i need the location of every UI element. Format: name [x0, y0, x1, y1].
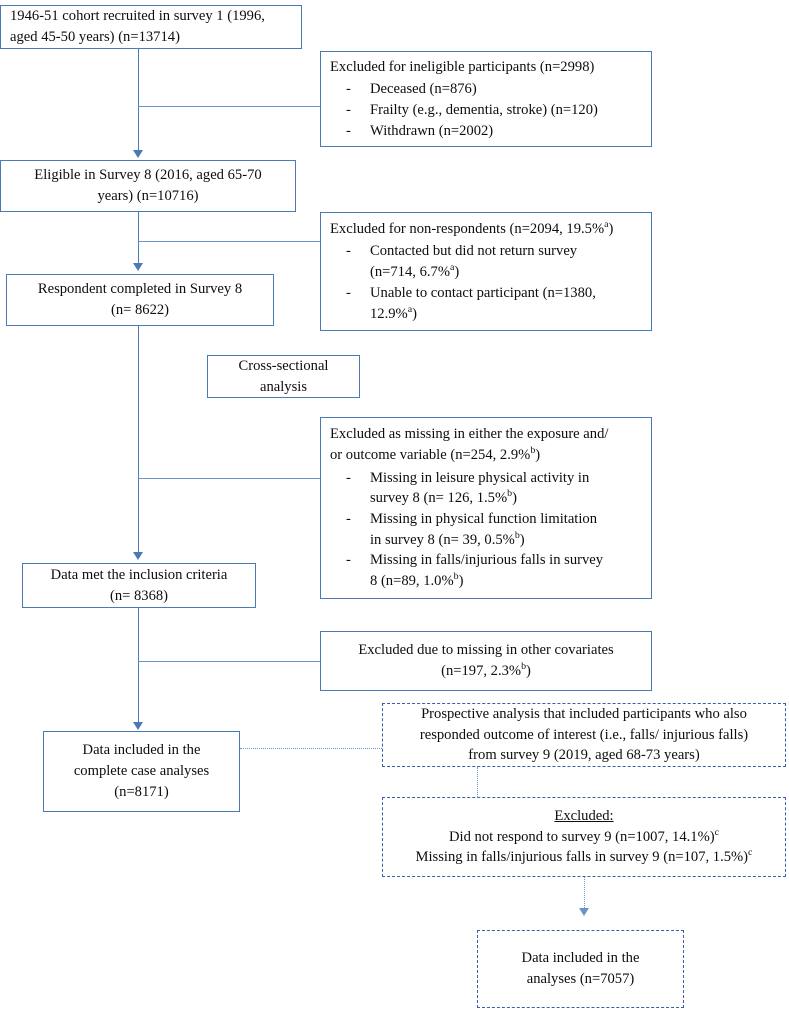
list-item: Missing in physical function limitation … [340, 509, 642, 550]
node-eligible-survey8-line1: Eligible in Survey 8 (2016, aged 65-70 [34, 167, 262, 184]
node-excluded-prospective-line2: Missing in falls/injurious falls in surv… [415, 847, 753, 866]
arrow-inclusion-to-complete-case [133, 722, 143, 730]
node-final-analyses-line2: analyses (n=7057) [526, 971, 635, 987]
node-respondent-completed: Respondent completed in Survey 8 (n= 862… [6, 274, 274, 326]
node-complete-case-analyses: Data included in the complete case analy… [43, 731, 240, 812]
node-prospective-line3: from survey 9 (2019, aged 68-73 years) [468, 747, 700, 764]
arrow-respondent-to-inclusion [133, 552, 143, 560]
list-item: Unable to contact participant (n=1380, 1… [340, 283, 642, 324]
footnote-marker-c: c [748, 847, 753, 859]
node-excluded-covariates-line2: (n=197, 2.3%b) [441, 661, 531, 679]
node-excluded-prospective: Excluded: Did not respond to survey 9 (n… [382, 797, 786, 877]
node-excluded-ineligible-heading: Excluded for ineligible participants (n=… [330, 58, 595, 75]
list-item: Frailty (e.g., dementia, stroke) (n=120) [340, 100, 642, 121]
node-excluded-prospective-heading: Excluded: [554, 807, 614, 824]
footnote-marker-a: a [604, 218, 609, 230]
node-cohort-recruited: 1946-51 cohort recruited in survey 1 (19… [0, 5, 302, 49]
node-inclusion-criteria-line2: (n= 8368) [109, 587, 169, 604]
footnote-marker-b: b [453, 571, 459, 583]
arrow-eligible-to-respondent [133, 263, 143, 271]
node-cross-sectional-line1: Cross-sectional [238, 357, 329, 374]
node-excluded-missing-exposure: Excluded as missing in either the exposu… [320, 417, 652, 599]
arrow-recruited-to-eligible [133, 150, 143, 158]
connector-inclusion-to-complete-case [138, 608, 140, 726]
node-cohort-recruited-line2: aged 45-50 years) (n=13714) [10, 29, 180, 45]
connector-excluded-to-final [584, 877, 585, 910]
footnote-marker-c: c [714, 826, 720, 838]
footnote-marker-b: b [507, 488, 513, 500]
node-excluded-prospective-line1: Did not respond to survey 9 (n=1007, 14.… [448, 826, 720, 845]
connector-recruited-to-eligible [138, 49, 140, 157]
list-item: Missing in falls/injurious falls in surv… [340, 550, 642, 591]
excluded-ineligible-list: Deceased (n=876) Frailty (e.g., dementia… [330, 79, 642, 141]
node-excluded-covariates-line1: Excluded due to missing in other covaria… [358, 642, 614, 659]
node-excluded-ineligible: Excluded for ineligible participants (n=… [320, 51, 652, 147]
node-cross-sectional-analysis: Cross-sectional analysis [207, 355, 360, 398]
node-inclusion-criteria: Data met the inclusion criteria (n= 8368… [22, 563, 256, 608]
node-complete-case-line2: complete case analyses [73, 763, 210, 780]
node-excluded-missing-heading-line2: or outcome variable (n=254, 2.9%b) [330, 444, 541, 463]
connector-prospective-to-excluded [477, 767, 478, 797]
node-prospective-analysis: Prospective analysis that included parti… [382, 703, 786, 767]
list-item: Withdrawn (n=2002) [340, 121, 642, 142]
node-eligible-survey8: Eligible in Survey 8 (2016, aged 65-70 y… [0, 160, 296, 212]
list-item: Deceased (n=876) [340, 79, 642, 100]
excluded-missing-exposure-list: Missing in leisure physical activity in … [330, 468, 642, 592]
node-cross-sectional-line2: analysis [259, 378, 308, 395]
node-cohort-recruited-line1: 1946-51 cohort recruited in survey 1 (19… [10, 8, 265, 25]
node-inclusion-criteria-line1: Data met the inclusion criteria [50, 566, 228, 583]
node-respondent-completed-line1: Respondent completed in Survey 8 [37, 281, 243, 298]
node-complete-case-line1: Data included in the [82, 742, 201, 759]
node-final-analyses: Data included in the analyses (n=7057) [477, 930, 684, 1008]
node-excluded-nonrespondents-heading: Excluded for non-respondents (n=2094, 19… [330, 218, 614, 237]
connector-complete-case-to-prospective [240, 748, 382, 749]
connector-branch-covariates [138, 661, 320, 663]
footnote-marker-a: a [407, 303, 413, 315]
footnote-marker-b: b [530, 444, 536, 456]
node-excluded-covariates: Excluded due to missing in other covaria… [320, 631, 652, 691]
node-respondent-completed-line2: (n= 8622) [110, 302, 170, 318]
node-final-analyses-line1: Data included in the [521, 950, 640, 967]
connector-branch-nonrespondents [138, 241, 320, 243]
connector-respondent-to-inclusion [138, 326, 140, 556]
node-prospective-line1: Prospective analysis that included parti… [421, 705, 747, 722]
list-item: Missing in leisure physical activity in … [340, 468, 642, 509]
node-eligible-survey8-line2: years) (n=10716) [97, 188, 199, 204]
connector-branch-missing-exposure [138, 478, 320, 480]
excluded-nonrespondents-list: Contacted but did not return survey (n=7… [330, 241, 642, 324]
arrow-to-final-analyses [579, 908, 589, 916]
node-complete-case-line3: (n=8171) [114, 783, 169, 800]
footnote-marker-a: a [449, 262, 455, 274]
list-item: Contacted but did not return survey (n=7… [340, 241, 642, 282]
node-excluded-missing-heading-line1: Excluded as missing in either the exposu… [330, 426, 609, 443]
node-excluded-nonrespondents: Excluded for non-respondents (n=2094, 19… [320, 212, 652, 331]
footnote-marker-b: b [521, 661, 527, 673]
node-prospective-line2: responded outcome of interest (i.e., fal… [419, 726, 749, 743]
footnote-marker-b: b [514, 529, 520, 541]
connector-branch-ineligible [138, 106, 320, 108]
